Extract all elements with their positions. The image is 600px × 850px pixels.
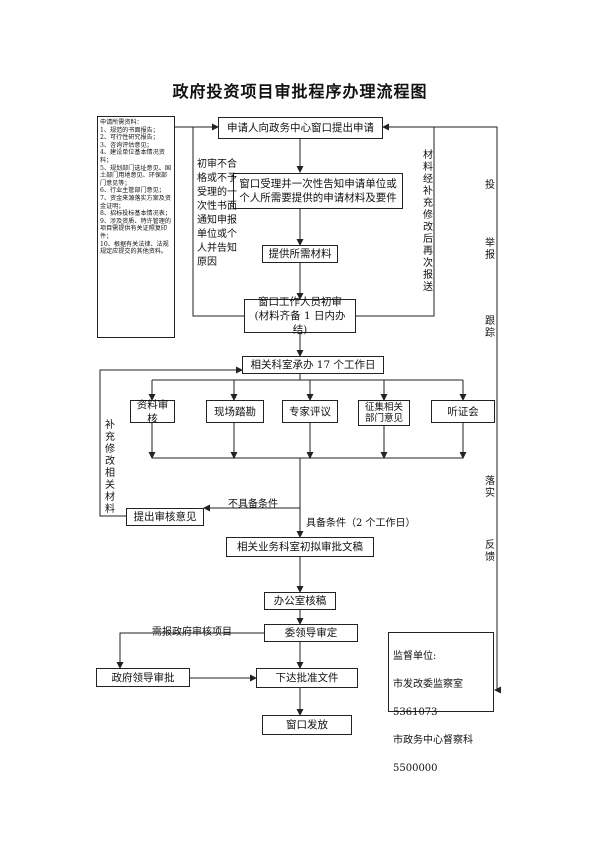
node-gov-approval: 政府领导审批 [96,668,190,687]
label-report-3: 跟踪 [484,316,496,340]
node-initial-review: 窗口工作人员初审 (材料齐备 1 日内办结) [244,296,356,336]
node-hearing: 听证会 [431,400,495,423]
node-provide: 提供所需材料 [262,245,338,263]
node-apply: 申请人向政务中心窗口提出申请 [218,117,383,139]
supervision-phone-1: 5361073 [393,707,438,718]
node-review-opinion: 提出审核意见 [126,508,204,526]
node-leader-review: 委领导审定 [264,624,358,642]
node-issue: 下达批准文件 [256,668,358,688]
page-title: 政府投资项目审批程序办理流程图 [172,82,428,101]
arrow-needs-gov [116,632,264,669]
report-track-line [383,126,501,694]
required-materials-list: 申请所需资料： 1、规范的书面报告； 2、可行性研究报告； 3、咨询评估意见； … [97,116,175,338]
label-initial-not-ok: 初审不合格或不予受理的一次性书面通知申报单位或个人并告知原因 [197,159,237,268]
label-needs-gov: 需报政府审核项目 [152,627,232,638]
node-window-issue: 窗口发放 [262,715,352,735]
supervision-unit-1: 市发改委监察室 [393,679,463,690]
node-accept: 窗口受理并一次性告知申请单位或 个人所需要提供的申请材料及要件 [233,173,403,209]
node-office-review: 办公室核稿 [264,592,336,610]
node-draft: 相关业务科室初拟审批文稿 [226,537,374,557]
loop-supplement [99,366,243,517]
node-site-survey: 现场踏勘 [206,400,264,423]
label-report-4: 落实 [484,476,496,500]
node-material-review: 资料审核 [130,399,175,425]
label-qualified: 具备条件（2 个工作日） [306,518,416,529]
label-not-qualified: 不具备条件 [228,499,278,510]
node-collect-opinions: 征集相关 部门意见 [358,400,410,426]
node-expert-review: 专家评议 [282,400,338,423]
supervision-phone-2: 5500000 [393,763,438,774]
node-department: 相关科室承办 17 个工作日 [242,356,384,374]
supervision-heading: 监督单位: [393,651,437,662]
label-supplement: 补充修改相关材料 [105,420,115,515]
supervision-unit-2: 市政务中心督察科 [393,735,473,746]
supervision-box: 监督单位: 市发改委监察室 5361073 市政务中心督察科 5500000 [388,632,494,774]
label-report-1: 投 [484,180,496,192]
label-report-2: 举报 [484,238,496,262]
loop-initial-not-ok [192,126,244,317]
label-resubmit: 材料经补充修改后再次报送 [423,150,433,293]
label-report-5: 反馈 [484,540,496,564]
